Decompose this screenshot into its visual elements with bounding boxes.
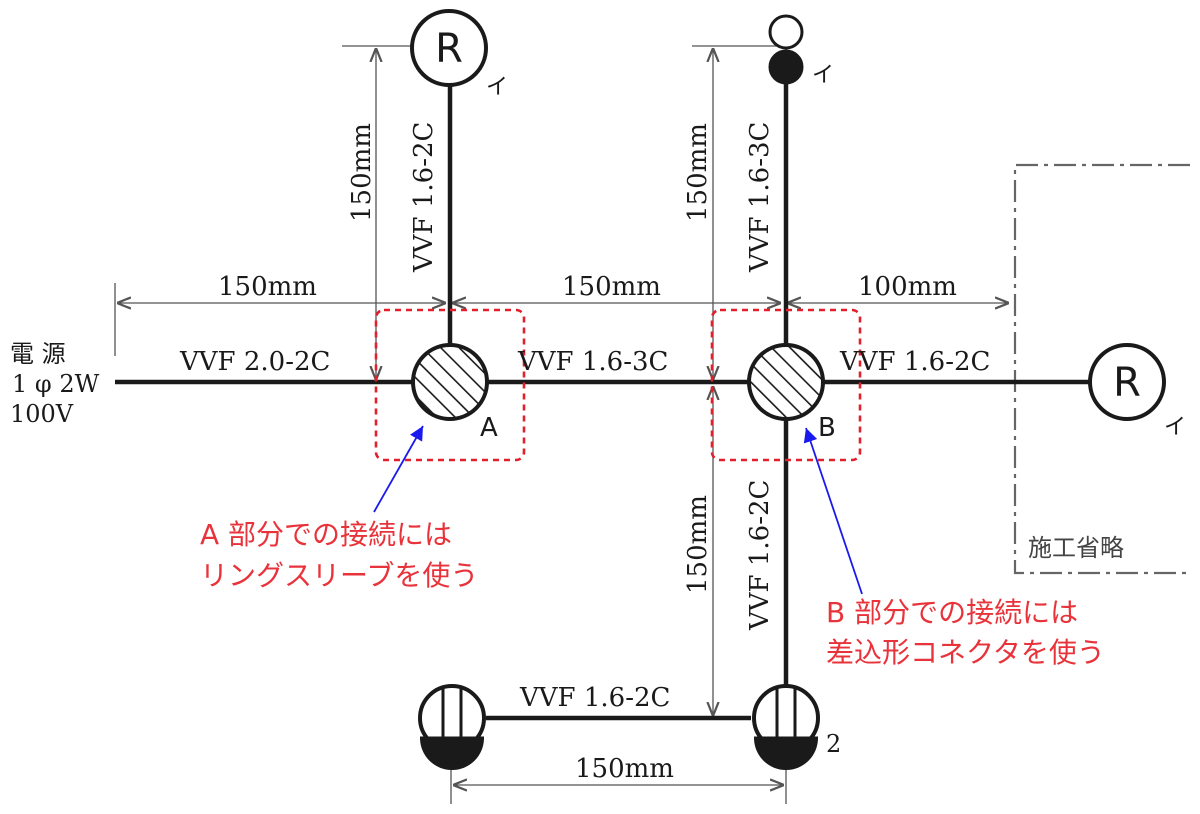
dim-bottom-label: 150mm [575, 754, 674, 784]
receptacle-right[interactable]: R [1088, 343, 1166, 421]
pointer-arrow-a [373, 425, 424, 513]
pointer-arrow-b [803, 427, 863, 595]
annotation-b-line1: B 部分での接続には [826, 596, 1078, 629]
dim-top-right-label: 100mm [858, 272, 957, 302]
outlet-bottom-left[interactable] [418, 684, 486, 770]
cable-a-to-b-label: VVF 1.6-3C [517, 347, 668, 377]
dim-top-mid-label: 150mm [562, 272, 661, 302]
box-b-label: B [818, 413, 836, 443]
junction-box-a[interactable] [411, 343, 489, 421]
outlet-number: 2 [826, 730, 841, 758]
cable-b-down-label: VVF 1.6-2C [745, 480, 775, 631]
annotation-b: B 部分での接続には 差込形コネクタを使う [826, 596, 1105, 669]
cable-b-right-label: VVF 1.6-2C [839, 347, 990, 377]
highlight-box-b [710, 308, 862, 462]
cable-b-up-label: VVF 1.6-3C [745, 122, 775, 273]
receptacle-right-sub: イ [1164, 415, 1186, 440]
pilot-lamp-switch[interactable] [768, 14, 804, 85]
receptacle-right-letter: R [1113, 360, 1141, 406]
receptacle-top-letter: R [435, 26, 463, 72]
annotation-a: A 部分での接続には リングスリーブを使う [200, 518, 478, 592]
dim-b-up-label: 150mm [683, 123, 713, 222]
annotation-a-line2: リングスリーブを使う [200, 559, 478, 592]
dim-b-down-label: 150mm [683, 495, 713, 594]
power-source-label: 電 源 1 φ 2W 100V [10, 340, 100, 428]
omitted-area-border [1013, 163, 1190, 575]
receptacle-top[interactable]: R [410, 9, 488, 87]
cable-bottom-label: VVF 1.6-2C [519, 683, 670, 713]
power-source-line1: 電 源 [10, 340, 66, 368]
annotation-a-line1: A 部分での接続には [200, 518, 452, 551]
annotation-b-line2: 差込形コネクタを使う [826, 636, 1105, 669]
dim-top-left-label: 150mm [218, 272, 317, 302]
power-source-line3: 100V [10, 400, 74, 428]
dim-a-up-label: 150mm [347, 123, 377, 222]
cable-main-label: VVF 2.0-2C [179, 347, 330, 377]
outlet-bottom-right[interactable] [752, 684, 820, 770]
cable-a-up-label: VVF 1.6-2C [409, 122, 439, 273]
wires [115, 82, 1090, 721]
power-source-line2: 1 φ 2W [12, 370, 100, 398]
junction-box-b[interactable] [747, 343, 825, 421]
pilot-lamp-sub: イ [812, 63, 834, 88]
box-a-label: A [480, 413, 498, 443]
highlight-box-a [374, 308, 526, 462]
omitted-area-label: 施工省略 [1028, 534, 1124, 562]
receptacle-top-sub: イ [486, 75, 508, 100]
